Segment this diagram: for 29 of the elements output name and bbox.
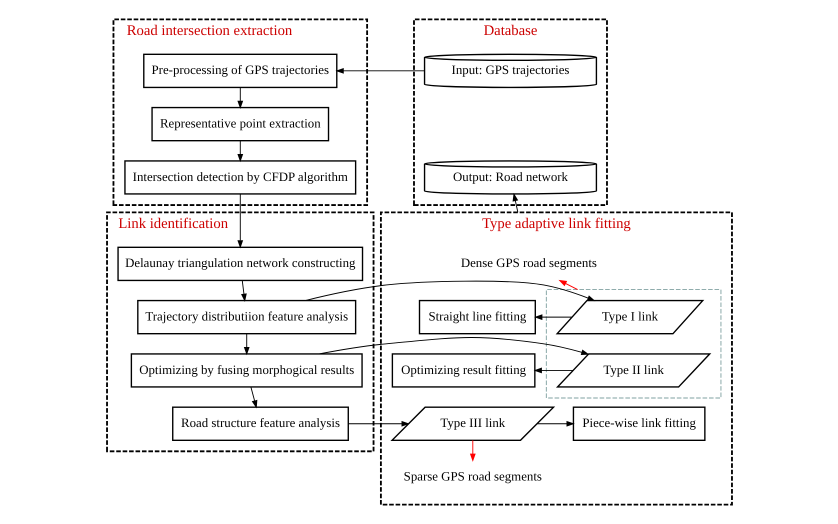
arrow (236, 140, 243, 162)
node-box: Intersection detection by CFDP algorithm (124, 160, 356, 195)
node-box: Road structure feature analysis (172, 406, 348, 441)
node-box: Piece-wise link fitting (572, 406, 706, 441)
node-box: Optimizing by fusing morphogical results (130, 353, 362, 388)
node-box: Optimizing result fitting (391, 353, 536, 388)
arrow (243, 333, 250, 356)
arrow (512, 192, 518, 213)
arrow (558, 280, 578, 290)
node-box: Pre-processing of GPS trajectories (142, 54, 337, 88)
arrow (250, 386, 257, 409)
arrow (304, 280, 595, 302)
node-box: Straight line fitting (418, 300, 536, 334)
arrow (533, 368, 573, 374)
node-text: Dense GPS road segments (460, 256, 596, 270)
arrow (347, 420, 410, 427)
node-box: Representative point extraction (150, 106, 329, 142)
node-box: Trajectory distributiion feature analysis (136, 300, 356, 334)
cluster (545, 289, 721, 398)
arrow (236, 194, 243, 248)
arrow (536, 420, 574, 427)
arrow (469, 440, 476, 462)
arrow (236, 87, 243, 109)
node-box: Delaunay triangulation network constructing (116, 246, 363, 282)
arrow (334, 68, 424, 74)
arrow (534, 314, 572, 320)
node-text: Sparse GPS road segments (403, 469, 542, 484)
arrow (318, 337, 589, 356)
arrow (240, 280, 246, 302)
